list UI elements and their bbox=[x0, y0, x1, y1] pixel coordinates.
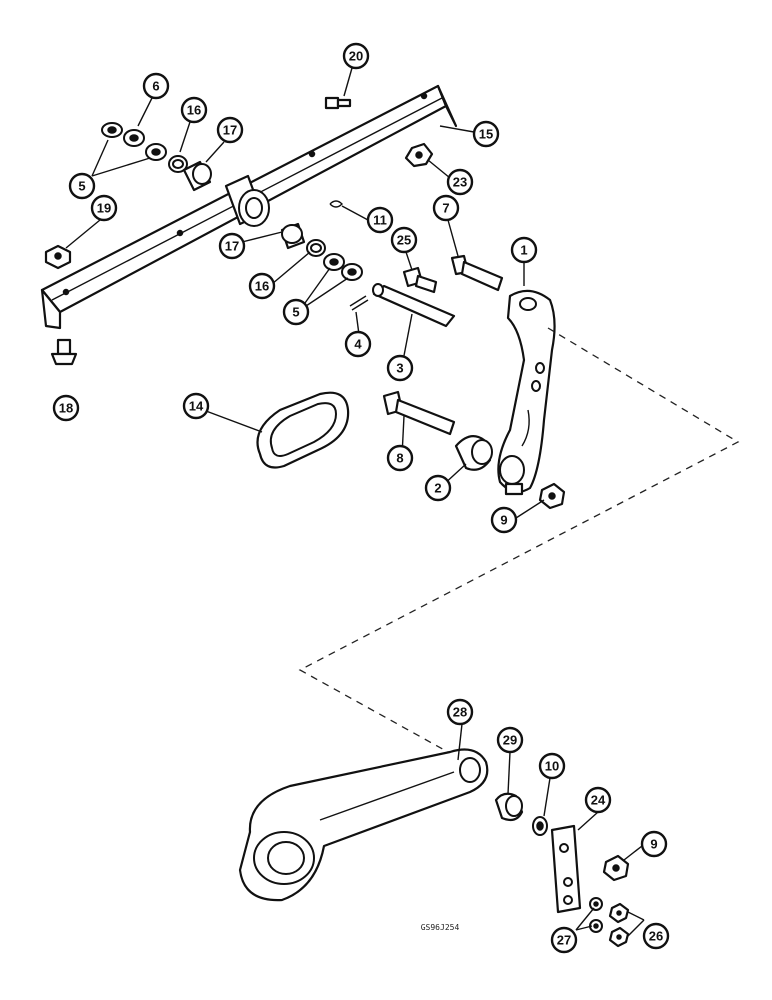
callout: 17 bbox=[218, 232, 246, 260]
callout: 9 bbox=[640, 830, 668, 858]
callout: 1 bbox=[510, 236, 538, 264]
washer-27-a bbox=[589, 897, 603, 911]
callout: 10 bbox=[538, 752, 566, 780]
callout: 6 bbox=[142, 72, 170, 100]
svg-text:17: 17 bbox=[225, 239, 239, 254]
callout: 28 bbox=[446, 698, 474, 726]
callout: 15 bbox=[472, 120, 500, 148]
pin-11 bbox=[329, 200, 343, 208]
washer-5-upper-b bbox=[145, 143, 167, 161]
svg-text:6: 6 bbox=[152, 79, 159, 94]
connection-dashed-line bbox=[298, 327, 740, 753]
pin-3 bbox=[372, 283, 456, 328]
svg-text:14: 14 bbox=[189, 399, 204, 414]
callout: 19 bbox=[90, 194, 118, 222]
svg-text:9: 9 bbox=[500, 513, 507, 528]
callout: 18 bbox=[52, 394, 80, 422]
callout: 25 bbox=[390, 226, 418, 254]
svg-text:28: 28 bbox=[453, 705, 467, 720]
lever-arm-1 bbox=[497, 289, 556, 496]
svg-text:7: 7 bbox=[442, 201, 449, 216]
reference-code: GS96J254 bbox=[421, 923, 460, 932]
callout: 29 bbox=[496, 726, 524, 754]
nut-23 bbox=[404, 142, 434, 168]
bushing-17-upper bbox=[182, 160, 212, 192]
callout: 26 bbox=[642, 922, 670, 950]
svg-text:8: 8 bbox=[396, 451, 403, 466]
callout: 23 bbox=[446, 168, 474, 196]
callout: 24 bbox=[584, 786, 612, 814]
svg-text:27: 27 bbox=[557, 933, 571, 948]
washer-6 bbox=[123, 129, 145, 147]
nut-19 bbox=[44, 244, 72, 270]
washer-5-lower-a bbox=[323, 253, 345, 271]
callout: 7 bbox=[432, 194, 460, 222]
bolt-7 bbox=[450, 254, 504, 292]
callout: 8 bbox=[386, 444, 414, 472]
bolt-18 bbox=[50, 338, 78, 366]
svg-text:23: 23 bbox=[453, 175, 467, 190]
callout: 16 bbox=[180, 96, 208, 124]
bolt-25 bbox=[402, 266, 438, 294]
bolt-8 bbox=[382, 390, 456, 436]
callout: 11 bbox=[366, 206, 394, 234]
nut-9-lower bbox=[602, 854, 630, 882]
gasket-14 bbox=[256, 391, 350, 469]
svg-text:5: 5 bbox=[292, 305, 299, 320]
svg-text:16: 16 bbox=[187, 103, 201, 118]
svg-text:17: 17 bbox=[223, 123, 237, 138]
callout: 14 bbox=[182, 392, 210, 420]
bushing-2 bbox=[454, 435, 493, 471]
svg-text:24: 24 bbox=[591, 793, 606, 808]
bushing-29 bbox=[494, 792, 524, 822]
callout: 27 bbox=[550, 926, 578, 954]
svg-text:19: 19 bbox=[97, 201, 111, 216]
nut-9-upper bbox=[538, 482, 566, 510]
callout: 4 bbox=[344, 330, 372, 358]
pivot-tube bbox=[224, 174, 270, 227]
svg-text:10: 10 bbox=[545, 759, 559, 774]
svg-text:1: 1 bbox=[520, 243, 527, 258]
washer-27-b bbox=[589, 919, 603, 933]
callout: 2 bbox=[424, 474, 452, 502]
svg-text:2: 2 bbox=[434, 481, 441, 496]
svg-text:25: 25 bbox=[397, 233, 411, 248]
link-arm-28 bbox=[238, 748, 489, 902]
bushing-17-lower bbox=[280, 222, 306, 250]
callout: 5 bbox=[68, 172, 96, 200]
svg-text:3: 3 bbox=[396, 361, 403, 376]
svg-text:5: 5 bbox=[78, 179, 85, 194]
pin-4 bbox=[349, 295, 369, 311]
svg-text:18: 18 bbox=[59, 401, 73, 416]
callout: 17 bbox=[216, 116, 244, 144]
svg-text:4: 4 bbox=[354, 337, 362, 352]
svg-text:29: 29 bbox=[503, 733, 517, 748]
svg-text:16: 16 bbox=[255, 279, 269, 294]
nut-26-a bbox=[608, 902, 630, 924]
svg-text:26: 26 bbox=[649, 929, 663, 944]
washer-10 bbox=[532, 816, 548, 836]
washer-5-upper-a bbox=[101, 122, 123, 138]
callouts: 20 6 16 17 15 5 23 19 11 7 25 1 17 16 5 … bbox=[52, 42, 670, 954]
svg-text:15: 15 bbox=[479, 127, 493, 142]
svg-text:9: 9 bbox=[650, 837, 657, 852]
callout: 20 bbox=[342, 42, 370, 70]
ring-16-lower bbox=[306, 239, 326, 257]
svg-text:11: 11 bbox=[373, 213, 387, 228]
bolt-20 bbox=[324, 96, 352, 110]
callout: 5 bbox=[282, 298, 310, 326]
nut-26-b bbox=[608, 926, 630, 948]
plate-24 bbox=[550, 824, 582, 914]
ring-16-upper bbox=[168, 155, 188, 173]
washer-5-lower-b bbox=[341, 263, 363, 281]
callout: 3 bbox=[386, 354, 414, 382]
svg-text:20: 20 bbox=[349, 49, 363, 64]
callout: 16 bbox=[248, 272, 276, 300]
callout: 9 bbox=[490, 506, 518, 534]
